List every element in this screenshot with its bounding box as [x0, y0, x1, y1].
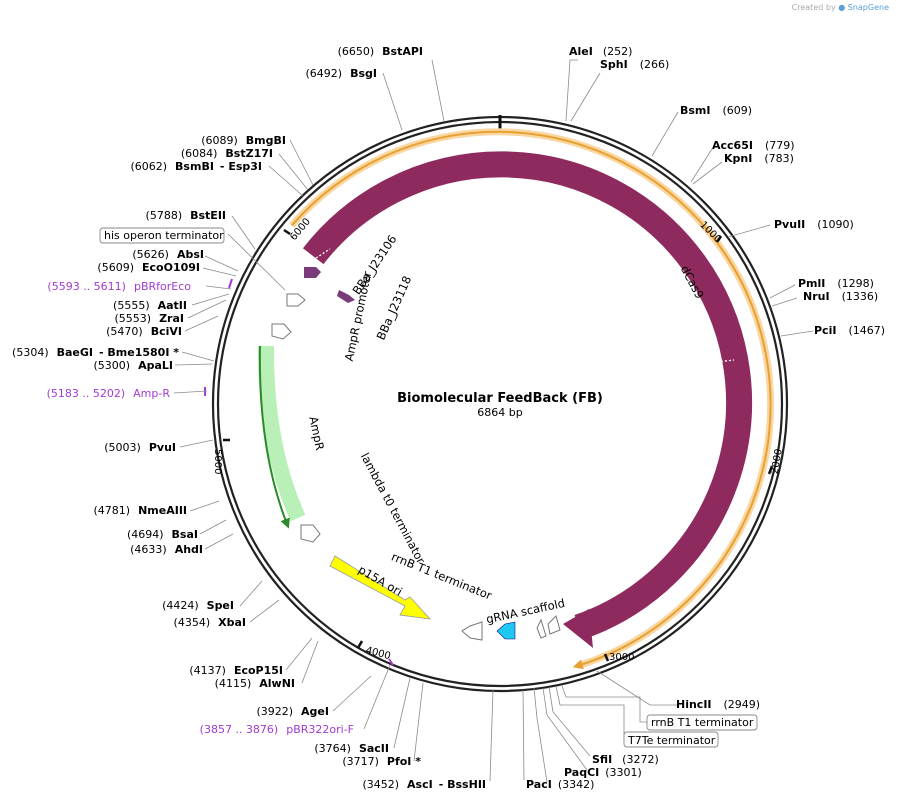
feature-label-rrnb-t1: rrnB T1 terminator — [389, 550, 494, 603]
site-bmgbi: (6089)BmgBI — [201, 134, 286, 147]
bba-j23118-feature — [337, 290, 355, 303]
svg-text:his operon terminator: his operon terminator — [104, 229, 224, 242]
site-bsai: (4694)BsaI — [127, 528, 198, 541]
primer-label-pbr322ori: (3857 .. 3876)pBR322ori-F — [200, 723, 354, 736]
snapgene-credit: Created by ● SnapGene — [792, 3, 889, 12]
ampr-orf-arc — [258, 345, 290, 529]
primer-label-pbrforeco: (5593 .. 5611)pBRforEco — [47, 280, 191, 293]
site-sfii: SfiI(3272) — [592, 753, 659, 766]
site-sacii: (3764)SacII — [314, 742, 389, 755]
tick-label-2000: 2000 — [770, 448, 785, 475]
boxed-label-t7te: T7Te terminator — [623, 731, 719, 748]
site-bsgi: (6492)BsgI — [306, 67, 377, 80]
site-acc65i: Acc65I(779) — [712, 139, 795, 152]
boxed-label-his-operon: his operon terminator — [99, 227, 225, 244]
site-pmli: PmlI(1298) — [798, 277, 874, 290]
site-bsteii: (5788)BstEII — [146, 209, 226, 222]
grna-scaffold-feature — [496, 621, 516, 640]
site-nmeaiii: (4781)NmeAIII — [94, 504, 188, 517]
site-pvui: (5003)PvuI — [104, 441, 176, 454]
snapgene-logo-icon: ● — [838, 3, 846, 12]
t7te-arrow — [536, 618, 547, 639]
site-bstz17i: (6084)BstZ17I — [181, 147, 273, 160]
site-ecop15i: (4137)EcoP15I — [189, 664, 283, 677]
site-pfoi: (3717)PfoI * — [342, 755, 421, 768]
position-ticks — [223, 228, 774, 662]
bba-j23106-feature — [304, 267, 321, 278]
site-ecoo109i: (5609)EcoO109I — [97, 261, 200, 274]
credit-brand: SnapGene — [847, 3, 889, 12]
orange-orf-arc — [291, 130, 772, 670]
site-absi: (5626)AbsI — [132, 248, 204, 261]
svg-text:T7Te terminator: T7Te terminator — [627, 734, 716, 747]
boxed-label-rrnb-t1: rrnB T1 terminator — [646, 714, 758, 731]
svg-text:rrnB T1 terminator: rrnB T1 terminator — [651, 716, 754, 729]
site-hincii: HincII(2949) — [676, 698, 760, 711]
site-baegi-bme1580i: (5304)BaeGI- Bme1580I * — [12, 346, 179, 359]
site-xbai: (4354)XbaI — [174, 616, 246, 629]
site-ahdi: (4633)AhdI — [130, 543, 203, 556]
site-spei: (4424)SpeI — [162, 599, 234, 612]
site-bstapi: (6650)BstAPI — [338, 45, 423, 58]
site-agei: (3922)AgeI — [256, 705, 329, 718]
site-paqci: PaqCI(3301) — [564, 766, 642, 779]
site-labels-left: (6650)BstAPI (6492)BsgI (6089)BmgBI (608… — [12, 45, 486, 791]
site-bcivi: (5470)BciVI — [106, 325, 182, 338]
credit-prefix: Created by — [791, 3, 836, 12]
site-kpni: KpnI(783) — [724, 152, 794, 165]
site-nrui: NruI(1336) — [803, 290, 878, 303]
lambda-t0-arrow — [300, 524, 321, 543]
feature-label-lambda-t0: lambda t0 terminator — [358, 451, 428, 567]
rrnb-t1-small-arrow — [547, 615, 561, 635]
ampr-promoter-arrow — [271, 323, 292, 340]
site-pcii: PciI(1467) — [814, 324, 885, 337]
plasmid-size: 6864 bp — [477, 406, 522, 419]
dcas9-feature — [302, 151, 753, 640]
primer-mark-pbrforeco — [228, 278, 233, 289]
site-aatii: (5555)AatII — [113, 299, 187, 312]
ampr-feature — [257, 345, 306, 522]
tick-label-5000: 5000 — [212, 449, 223, 474]
leader-lines-left — [173, 59, 494, 782]
site-apali: (5300)ApaLI — [94, 359, 174, 372]
site-bsmi: BsmI(609) — [680, 104, 752, 117]
rrnb-t1-arrow — [461, 621, 483, 641]
plasmid-title: Biomolecular FeedBack (FB) — [397, 391, 603, 406]
dcas9-arrowhead — [563, 609, 593, 648]
site-alei: AleI(252) — [569, 45, 632, 58]
primer-label-ampr: (5183 .. 5202)Amp-R — [47, 387, 171, 400]
tick-label-3000: 3000 — [609, 652, 634, 663]
feature-label-ampr: AmpR — [306, 415, 327, 452]
feature-label-ampr-promoter: AmpR promoter — [342, 270, 375, 363]
site-asci-bsshii: (3452)AscI- BssHII — [362, 778, 486, 791]
site-pvuii: PvuII(1090) — [774, 218, 854, 231]
p15a-ori-feature — [329, 555, 432, 620]
site-bsmbi-esp3i: (6062)BsmBI- Esp3I — [130, 160, 262, 173]
primer-mark-pbr322ori — [388, 658, 394, 666]
site-alwni: (4115)AlwNI — [215, 677, 295, 690]
his-terminator-arrow — [286, 293, 306, 307]
site-labels-right: AleI(252) SphI(266) BsmI(609) Acc65I(779… — [526, 45, 885, 791]
site-paci: PacI(3342) — [526, 778, 594, 791]
site-zrai: (5553)ZraI — [115, 312, 185, 325]
site-sphi: SphI(266) — [600, 58, 669, 71]
feature-label-bba-j23118: BBa_J23118 — [374, 274, 415, 342]
